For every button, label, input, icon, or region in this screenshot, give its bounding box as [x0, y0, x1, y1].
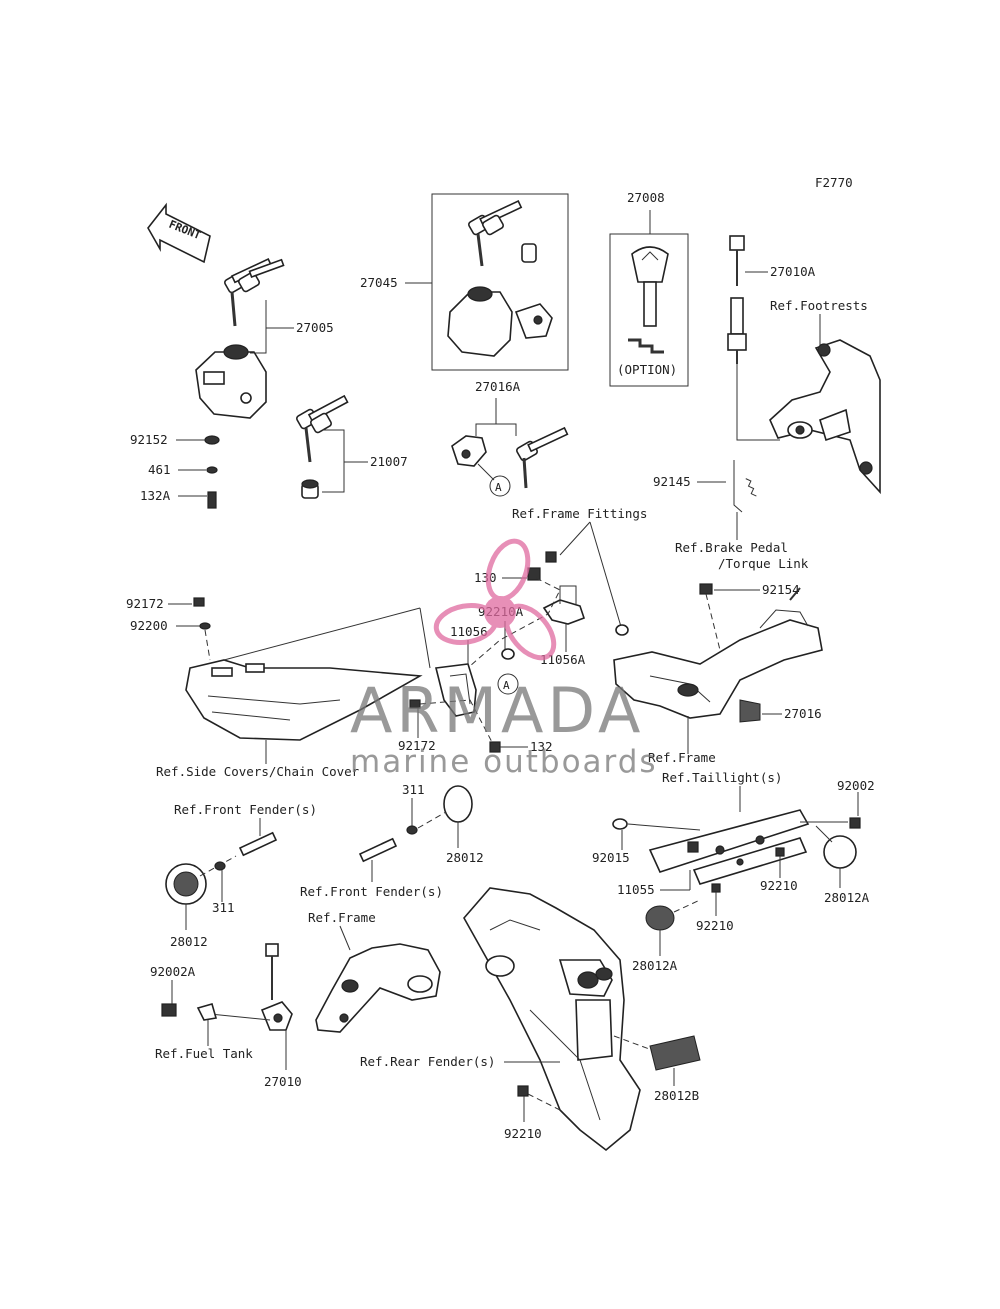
diagram-code: F2770	[815, 175, 853, 190]
option-key-icon	[628, 246, 669, 354]
bolt-icon	[527, 551, 629, 636]
side-cover-icon	[185, 659, 423, 741]
label-92210-c: 92210	[504, 1126, 542, 1141]
label-28012B: 28012B	[654, 1088, 699, 1103]
label-27045: 27045	[360, 275, 398, 290]
label-28012-mid: 28012	[446, 850, 484, 865]
mount-bracket-icon	[435, 585, 586, 717]
option-key-box	[609, 233, 689, 387]
label-92152: 92152	[130, 432, 168, 447]
ref-brake-pedal: Ref.Brake Pedal	[675, 540, 788, 555]
spring-icon	[733, 460, 757, 513]
license-bracket-icon	[648, 809, 810, 885]
label-28012A-right: 28012A	[824, 890, 870, 905]
label-92210-a: 92210	[760, 878, 798, 893]
label-28012-left: 28012	[170, 934, 208, 949]
propeller-icon	[433, 538, 557, 661]
ref-frame-bottom: Ref.Frame	[308, 910, 376, 925]
rear-reflector-icon	[649, 1035, 701, 1071]
washer-icon	[204, 435, 220, 509]
option-label: (OPTION)	[617, 362, 677, 377]
label-27016: 27016	[784, 706, 822, 721]
ref-front-fender-top: Ref.Front Fender(s)	[174, 802, 317, 817]
label-92172-top: 92172	[126, 596, 164, 611]
label-92200: 92200	[130, 618, 168, 633]
key-cylinder-icon	[296, 394, 349, 499]
label-311-left: 311	[212, 900, 235, 915]
lock-set-icon	[447, 200, 553, 357]
front-arrow-icon: FRONT	[147, 202, 211, 264]
circle-callout-a-2: A	[503, 679, 510, 692]
lock-cylinder-icon	[451, 426, 569, 489]
label-132A: 132A	[140, 488, 171, 503]
ref-taillights: Ref.Taillight(s)	[662, 770, 782, 785]
label-461: 461	[148, 462, 171, 477]
brake-light-switch-icon	[727, 235, 747, 364]
label-92154: 92154	[762, 582, 800, 597]
reflector-icon-2	[645, 905, 675, 931]
circle-callout-a: A	[495, 481, 502, 494]
screw-icon	[193, 597, 211, 630]
key-set-icon	[224, 258, 285, 327]
armada-logo-watermark: ARMADA marine outboards	[350, 538, 658, 780]
footrest-bracket-icon	[769, 339, 881, 495]
ref-frame-right: Ref.Frame	[648, 750, 716, 765]
label-92172-bot: 92172	[398, 738, 436, 753]
ref-side-covers: Ref.Side Covers/Chain Cover	[156, 764, 360, 779]
kit-27045-box	[431, 193, 569, 371]
reflector-bolt-icon	[165, 831, 278, 905]
bolt-icon-3	[161, 1003, 218, 1021]
ignition-switch-icon	[195, 344, 267, 419]
rear-frame-icon	[613, 587, 823, 723]
ref-fuel-tank: Ref.Fuel Tank	[155, 1046, 253, 1061]
ref-torque-link: /Torque Link	[718, 556, 809, 571]
watermark-subtitle: marine outboards	[350, 744, 658, 780]
label-92015: 92015	[592, 850, 630, 865]
label-11056: 11056	[450, 624, 488, 639]
ref-frame-fittings: Ref.Frame Fittings	[512, 506, 647, 521]
bolt-icon-2	[699, 583, 713, 595]
reflector-icon	[823, 835, 857, 869]
label-92145: 92145	[653, 474, 691, 489]
label-92210-b: 92210	[696, 918, 734, 933]
ref-front-fender-mid: Ref.Front Fender(s)	[300, 884, 443, 899]
brake-switch-icon	[260, 943, 293, 1031]
frame-bracket-icon	[315, 943, 441, 1033]
label-27010: 27010	[264, 1074, 302, 1089]
label-92002A: 92002A	[150, 964, 196, 979]
label-311-mid: 311	[402, 782, 425, 797]
label-130: 130	[474, 570, 497, 585]
label-21007: 21007	[370, 454, 408, 469]
label-92002: 92002	[837, 778, 875, 793]
label-132: 132	[530, 739, 553, 754]
label-27010A: 27010A	[770, 264, 816, 279]
label-27008: 27008	[627, 190, 665, 205]
ref-footrests: Ref.Footrests	[770, 298, 868, 313]
washer-icon-2	[612, 817, 861, 830]
label-27005: 27005	[296, 320, 334, 335]
rear-fender-icon	[463, 887, 641, 1152]
label-11055: 11055	[617, 882, 655, 897]
label-28012A-left: 28012A	[632, 958, 678, 973]
watermark-title: ARMADA	[350, 674, 644, 747]
nut-icon-2	[517, 1085, 529, 1097]
label-27016A: 27016A	[475, 379, 521, 394]
ref-rear-fender: Ref.Rear Fender(s)	[360, 1054, 495, 1069]
